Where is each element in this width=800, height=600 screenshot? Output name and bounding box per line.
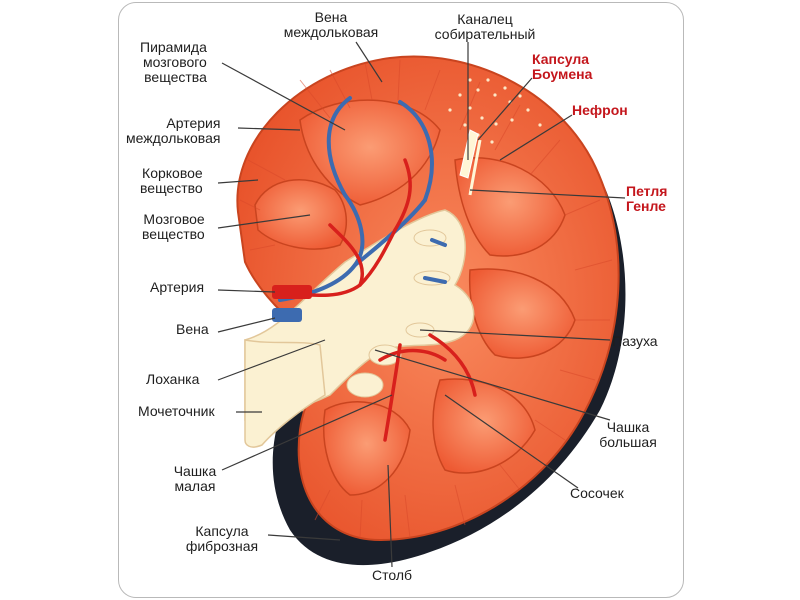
loop-of-henle (459, 129, 479, 179)
renal-vein-stub (272, 308, 302, 322)
label-papilla: Сосочек (570, 485, 624, 501)
label-nephron: Нефрон (572, 102, 628, 118)
pyramid-right-top (454, 157, 566, 257)
label-pelvis: Лоханка (146, 371, 200, 387)
collecting-duct (468, 139, 482, 196)
label-column: Столб (371, 567, 413, 583)
pyramid-right-mid (468, 268, 576, 359)
label-ureter: Мочеточник (138, 403, 215, 419)
pyramid-bottom-right (432, 378, 536, 474)
pyramid-left (254, 178, 347, 250)
label-vein: Вена (176, 321, 209, 337)
label-sinus: Пазуха (612, 333, 658, 349)
renal-artery-stub (272, 285, 312, 299)
leader-lines (217, 41, 626, 568)
label-artery: Артерия (150, 279, 205, 295)
cortex-striations (239, 59, 613, 539)
ureter (244, 339, 326, 448)
